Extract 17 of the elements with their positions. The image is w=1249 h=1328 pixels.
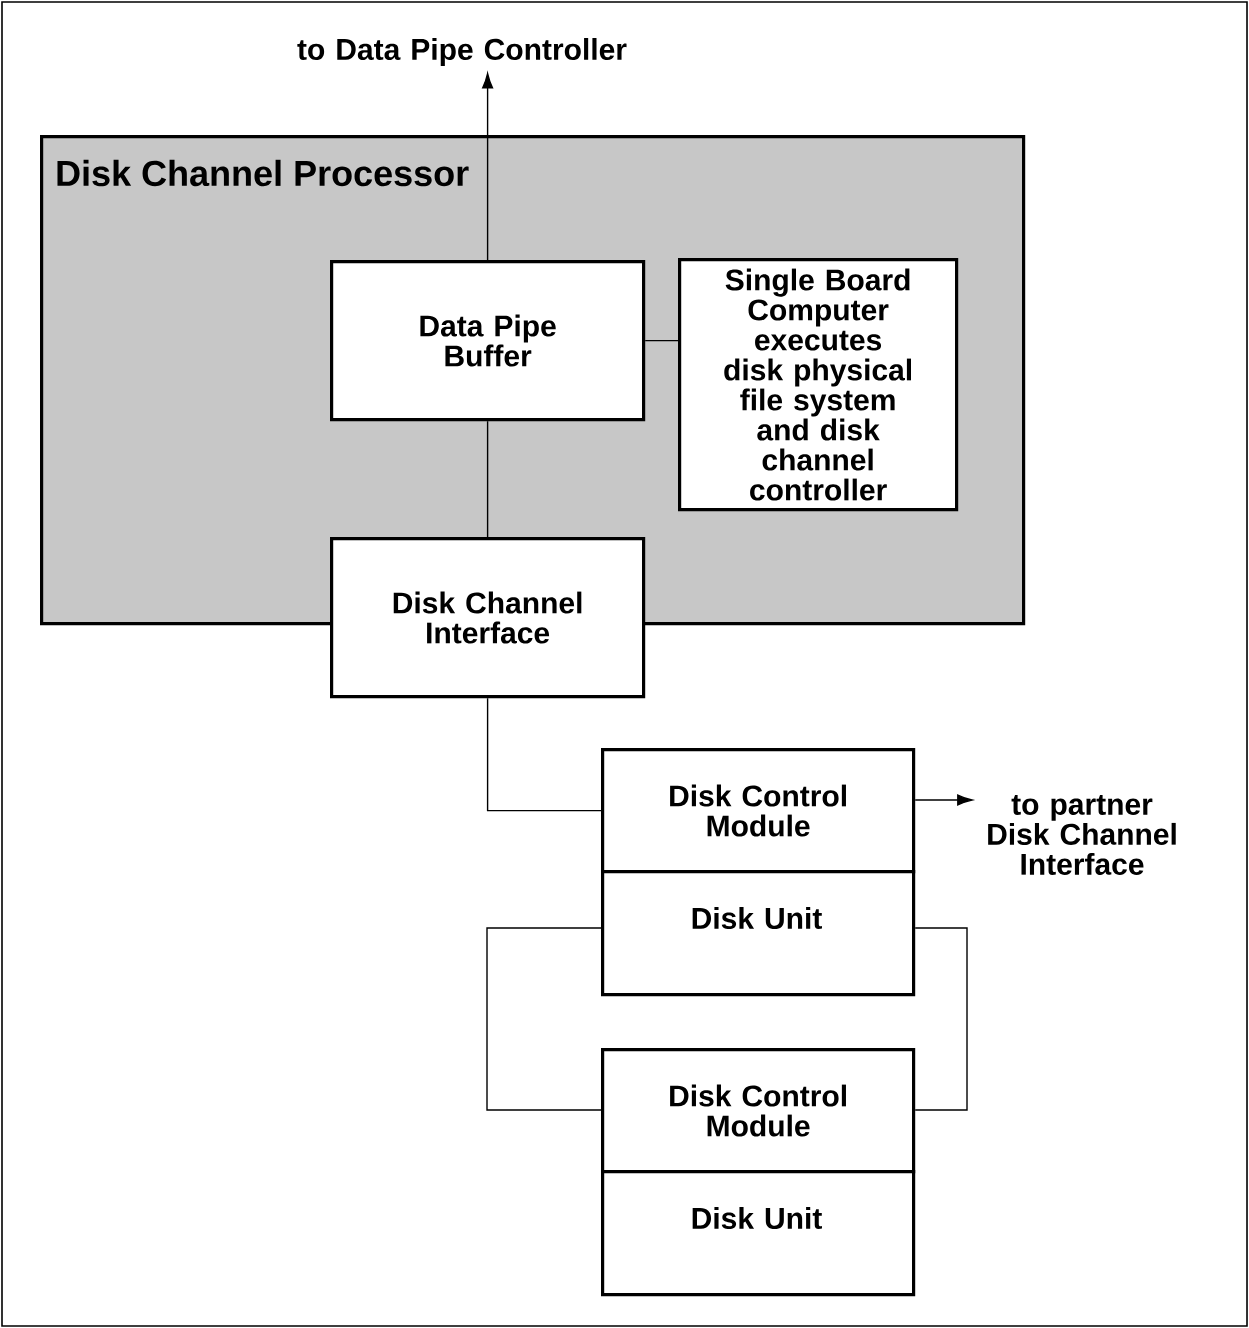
arrow-target-text: to Data Pipe Controller	[297, 38, 627, 66]
component-box: Data Pipe Buffer	[330, 260, 646, 422]
arrow	[914, 794, 973, 806]
connector-line	[486, 927, 602, 1111]
disk-unit-box: Disk Unit	[601, 1170, 916, 1297]
arrow	[482, 72, 494, 261]
box-heading: Disk Channel Processor	[57, 159, 469, 187]
component-box: Single Board Computer executes disk physical file system and disk channel controller	[678, 258, 959, 512]
component-box: Disk Control Module	[601, 1048, 916, 1174]
component-box: Disk Channel Interface	[330, 537, 646, 699]
arrow-target-text: to partner Disk Channel Interface	[988, 795, 1176, 875]
connector-line	[644, 339, 679, 342]
connector-line	[486, 420, 489, 538]
connector-line	[486, 697, 602, 812]
disk-unit-box: Disk Unit	[601, 870, 916, 997]
component-box: Disk Control Module	[601, 748, 916, 874]
connector-line	[914, 927, 968, 1111]
